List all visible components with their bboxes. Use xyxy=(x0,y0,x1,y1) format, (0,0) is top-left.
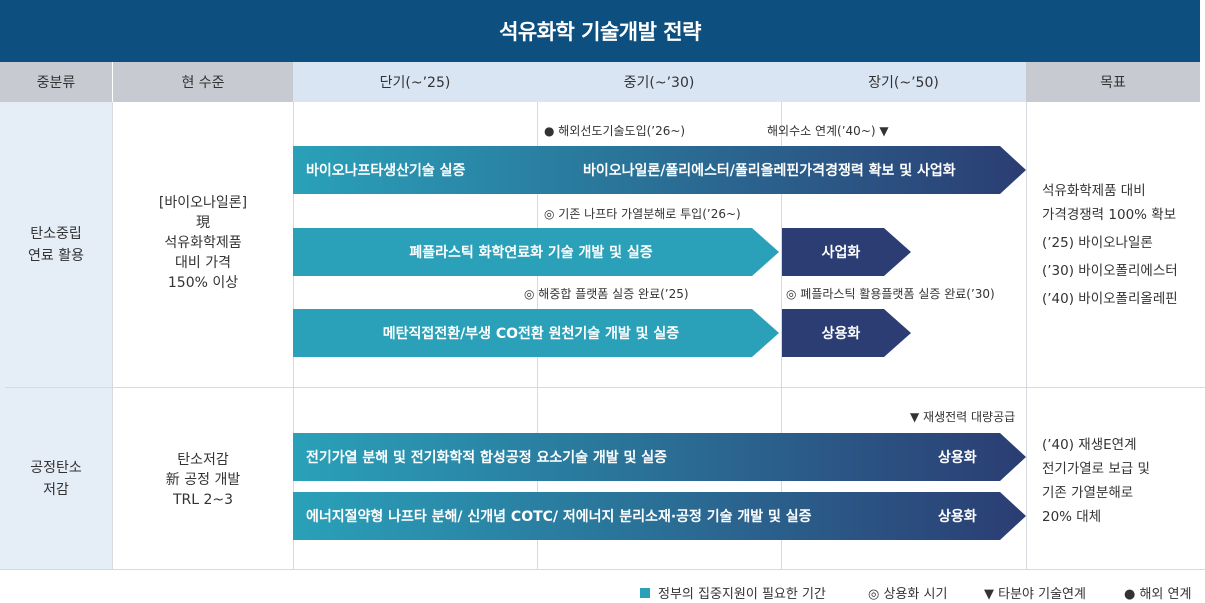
row-divider xyxy=(5,387,1205,388)
header-category: 중분류 xyxy=(0,62,112,102)
header-mid-term: 중기(~’30) xyxy=(537,62,781,102)
header-short-term: 단기(~’25) xyxy=(293,62,537,102)
goal-row1: 석유화학제품 대비 가격경쟁력 100% 확보 (’25) 바이오나일론 (’3… xyxy=(1042,183,1178,307)
arrow-waste-plastic-fuel xyxy=(293,228,779,276)
category-process-carbon-reduction: 공정탄소 저감 xyxy=(30,459,82,498)
arrow-label-methane: 메탄직접전환/부생 CO전환 원천기술 개발 및 실증 xyxy=(382,326,680,342)
arrow-bio-naphtha xyxy=(293,146,1026,194)
grid-line xyxy=(781,102,782,569)
legend-commercialization: ◎ 상용화 시기 xyxy=(868,587,948,602)
arrow-label-commercialize-1: 사업화 xyxy=(821,245,861,261)
legend-cross-sector: ▼ 타분야 기술연계 xyxy=(984,587,1086,602)
square-icon xyxy=(640,587,650,598)
arrow-label-waste-plastic: 폐플라스틱 화학연료화 기술 개발 및 실증 xyxy=(409,245,653,261)
category-carbon-neutral-fuel: 탄소중립 연료 활용 xyxy=(28,225,84,264)
arrow-label-bio-competitiveness: 바이오나일론/폴리에스터/폴리올레핀가격경쟁력 확보 및 사업화 xyxy=(583,163,956,179)
header-long-term: 장기(~’50) xyxy=(781,62,1026,102)
note-depolymerization: ◎ 해중합 플랫폼 실증 완료(’25) xyxy=(524,287,689,301)
current-level-row1: [바이오나일론] 現 석유화학제품 대비 가격 150% 이상 xyxy=(158,195,248,291)
arrow-electric-heating xyxy=(293,433,1026,481)
arrow-methane-conversion xyxy=(293,309,779,357)
note-overseas-hydrogen: 해외수소 연계(’40~) ▼ xyxy=(767,124,889,138)
header-current: 현 수준 xyxy=(113,62,293,102)
current-level-row2: 탄소저감 新 공정 개발 TRL 2~3 xyxy=(165,452,241,508)
arrow-label-electric-heating-end: 상용화 xyxy=(938,450,977,466)
legend-overseas: ● 해외 연계 xyxy=(1124,587,1192,602)
note-existing-cracker: ◎ 기존 나프타 가열분해로 투입(’26~) xyxy=(544,207,741,221)
table-bottom-border xyxy=(0,569,1205,570)
arrow-label-bio-naphtha: 바이오나프타생산기술 실증 xyxy=(306,163,466,179)
note-renewable-power: ▼ 재생전력 대량공급 xyxy=(910,410,1016,424)
arrow-commercialize-1 xyxy=(782,228,911,276)
category-column-bg xyxy=(0,102,112,569)
arrow-label-energy-saving: 에너지절약형 나프타 분해/ 신개념 COTC/ 저에너지 분리소재·공정 기술… xyxy=(306,509,812,525)
note-overseas-tech: ● 해외선도기술도입(’26~) xyxy=(544,124,686,138)
header-goal: 목표 xyxy=(1026,62,1200,102)
arrow-commercialize-2 xyxy=(782,309,911,357)
arrow-label-electric-heating: 전기가열 분해 및 전기화학적 합성공정 요소기술 개발 및 실증 xyxy=(306,450,667,466)
grid-line xyxy=(112,102,113,569)
arrow-label-energy-saving-end: 상용화 xyxy=(938,509,977,525)
arrow-energy-saving-naphtha xyxy=(293,492,1026,540)
arrow-label-commercialize-2: 상용화 xyxy=(821,326,861,342)
legend-government-support: 정부의 집중지원이 필요한 기간 xyxy=(640,583,826,602)
goal-row2: (’40) 재생E연계 전기가열로 보급 및 기존 가열분해로 20% 대체 xyxy=(1042,437,1150,525)
page-title: 석유화학 기술개발 전략 xyxy=(0,0,1200,62)
note-waste-plastic-platform: ◎ 폐플라스틱 활용플랫폼 실증 완료(’30) xyxy=(786,287,995,301)
grid-line xyxy=(1026,102,1027,569)
